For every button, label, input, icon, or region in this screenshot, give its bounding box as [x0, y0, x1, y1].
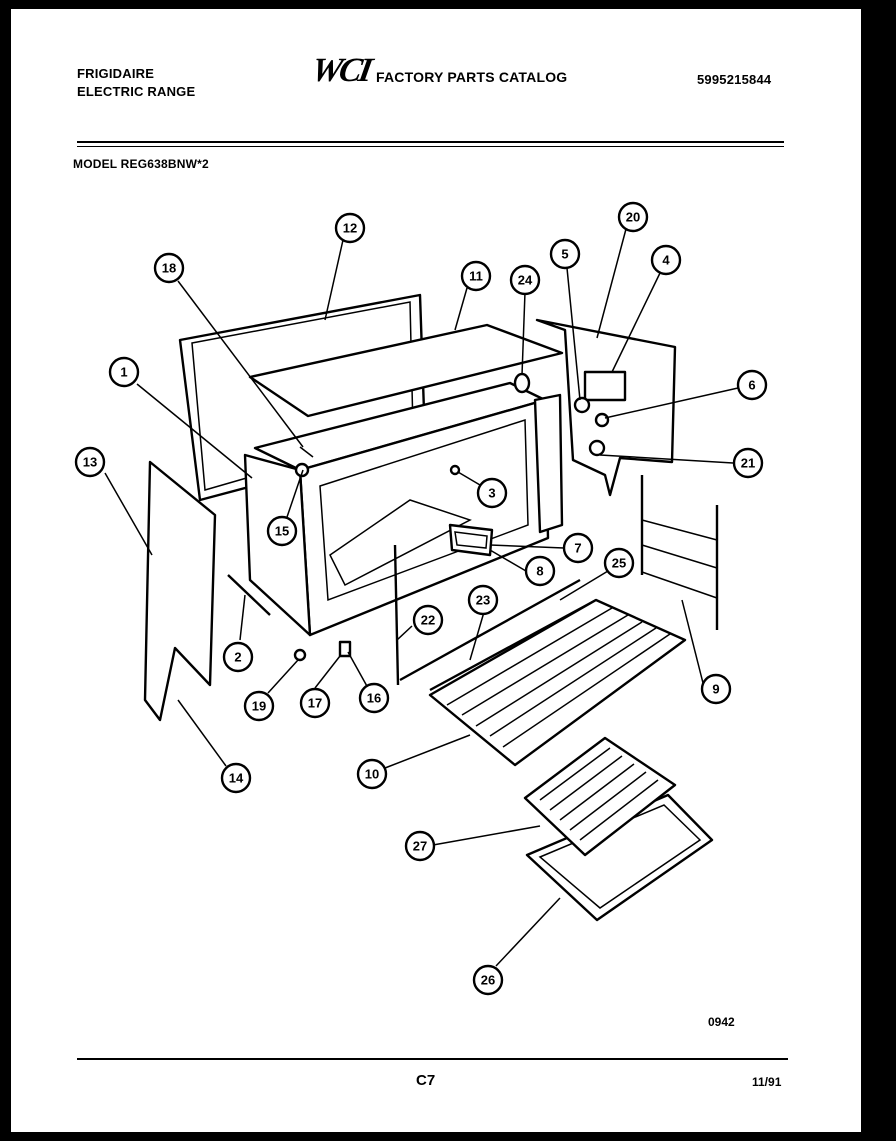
- callout-25: 25: [603, 547, 635, 579]
- svg-text:13: 13: [83, 455, 97, 470]
- callout-8: 8: [524, 555, 556, 587]
- product-type: ELECTRIC RANGE: [77, 84, 196, 99]
- svg-text:18: 18: [162, 261, 176, 276]
- svg-text:24: 24: [518, 273, 533, 288]
- svg-text:12: 12: [343, 221, 357, 236]
- svg-text:17: 17: [308, 696, 322, 711]
- svg-text:22: 22: [421, 613, 435, 628]
- svg-text:1: 1: [120, 365, 127, 380]
- callout-1: 1: [108, 356, 140, 388]
- svg-text:9: 9: [712, 682, 719, 697]
- callout-19: 19: [243, 690, 275, 722]
- callout-16: 16: [358, 682, 390, 714]
- svg-text:8: 8: [536, 564, 543, 579]
- svg-text:4: 4: [662, 253, 670, 268]
- rack-support-part: [640, 475, 719, 630]
- callout-9: 9: [700, 673, 732, 705]
- catalog-date: 11/91: [752, 1075, 782, 1089]
- callout-10: 10: [356, 758, 388, 790]
- svg-text:26: 26: [481, 973, 495, 988]
- svg-text:15: 15: [275, 524, 289, 539]
- oven-rack-part: [428, 598, 687, 767]
- callout-23: 23: [467, 584, 499, 616]
- svg-text:6: 6: [748, 378, 755, 393]
- svg-text:23: 23: [476, 593, 490, 608]
- svg-text:3: 3: [488, 486, 495, 501]
- page-code: C7: [416, 1072, 436, 1089]
- callout-13: 13: [74, 446, 106, 478]
- callout-22: 22: [412, 604, 444, 636]
- catalog-title: FACTORY PARTS CATALOG: [376, 69, 568, 85]
- callout-21: 21: [732, 447, 764, 479]
- broiler-grid-part: [523, 736, 677, 857]
- svg-text:7: 7: [574, 541, 581, 556]
- brand-name: FRIGIDAIRE: [77, 66, 155, 81]
- svg-text:10: 10: [365, 767, 379, 782]
- callout-24: 24: [509, 264, 541, 296]
- callout-2: 2: [222, 641, 254, 673]
- vent-part: [448, 523, 494, 557]
- svg-text:14: 14: [229, 771, 244, 786]
- header-rule-top: [77, 141, 784, 143]
- svg-text:2: 2: [234, 650, 241, 665]
- callout-17: 17: [299, 687, 331, 719]
- right-side-panel-part: [535, 318, 677, 497]
- catalog-number: 5995215844: [697, 72, 772, 87]
- callout-14: 14: [220, 762, 252, 794]
- callout-5: 5: [549, 238, 581, 270]
- svg-text:21: 21: [741, 456, 755, 471]
- svg-text:25: 25: [612, 556, 626, 571]
- footer-rule: [77, 1058, 788, 1060]
- callout-3: 3: [476, 477, 508, 509]
- left-side-panel-part: [143, 460, 217, 722]
- callout-15: 15: [266, 515, 298, 547]
- small-parts: [227, 446, 461, 662]
- callout-20: 20: [617, 201, 649, 233]
- leader-lines: [104, 228, 739, 967]
- svg-text:16: 16: [367, 691, 381, 706]
- drawing-number: 0942: [708, 1015, 735, 1029]
- top-panel-part: [248, 323, 564, 418]
- callout-18: 18: [153, 252, 185, 284]
- svg-text:5: 5: [561, 247, 568, 262]
- callout-6: 6: [736, 369, 768, 401]
- callout-7: 7: [562, 532, 594, 564]
- callout-27: 27: [404, 830, 436, 862]
- callout-11: 11: [460, 260, 492, 292]
- callout-4: 4: [650, 244, 682, 276]
- svg-text:11: 11: [469, 269, 483, 284]
- svg-text:19: 19: [252, 699, 266, 714]
- model-number: MODEL REG638BNW*2: [73, 157, 209, 171]
- svg-text:20: 20: [626, 210, 640, 225]
- header-rule-bottom: [77, 146, 784, 147]
- callout-12: 12: [334, 212, 366, 244]
- callout-26: 26: [472, 964, 504, 996]
- side-strip-part: [533, 393, 564, 534]
- svg-text:27: 27: [413, 839, 427, 854]
